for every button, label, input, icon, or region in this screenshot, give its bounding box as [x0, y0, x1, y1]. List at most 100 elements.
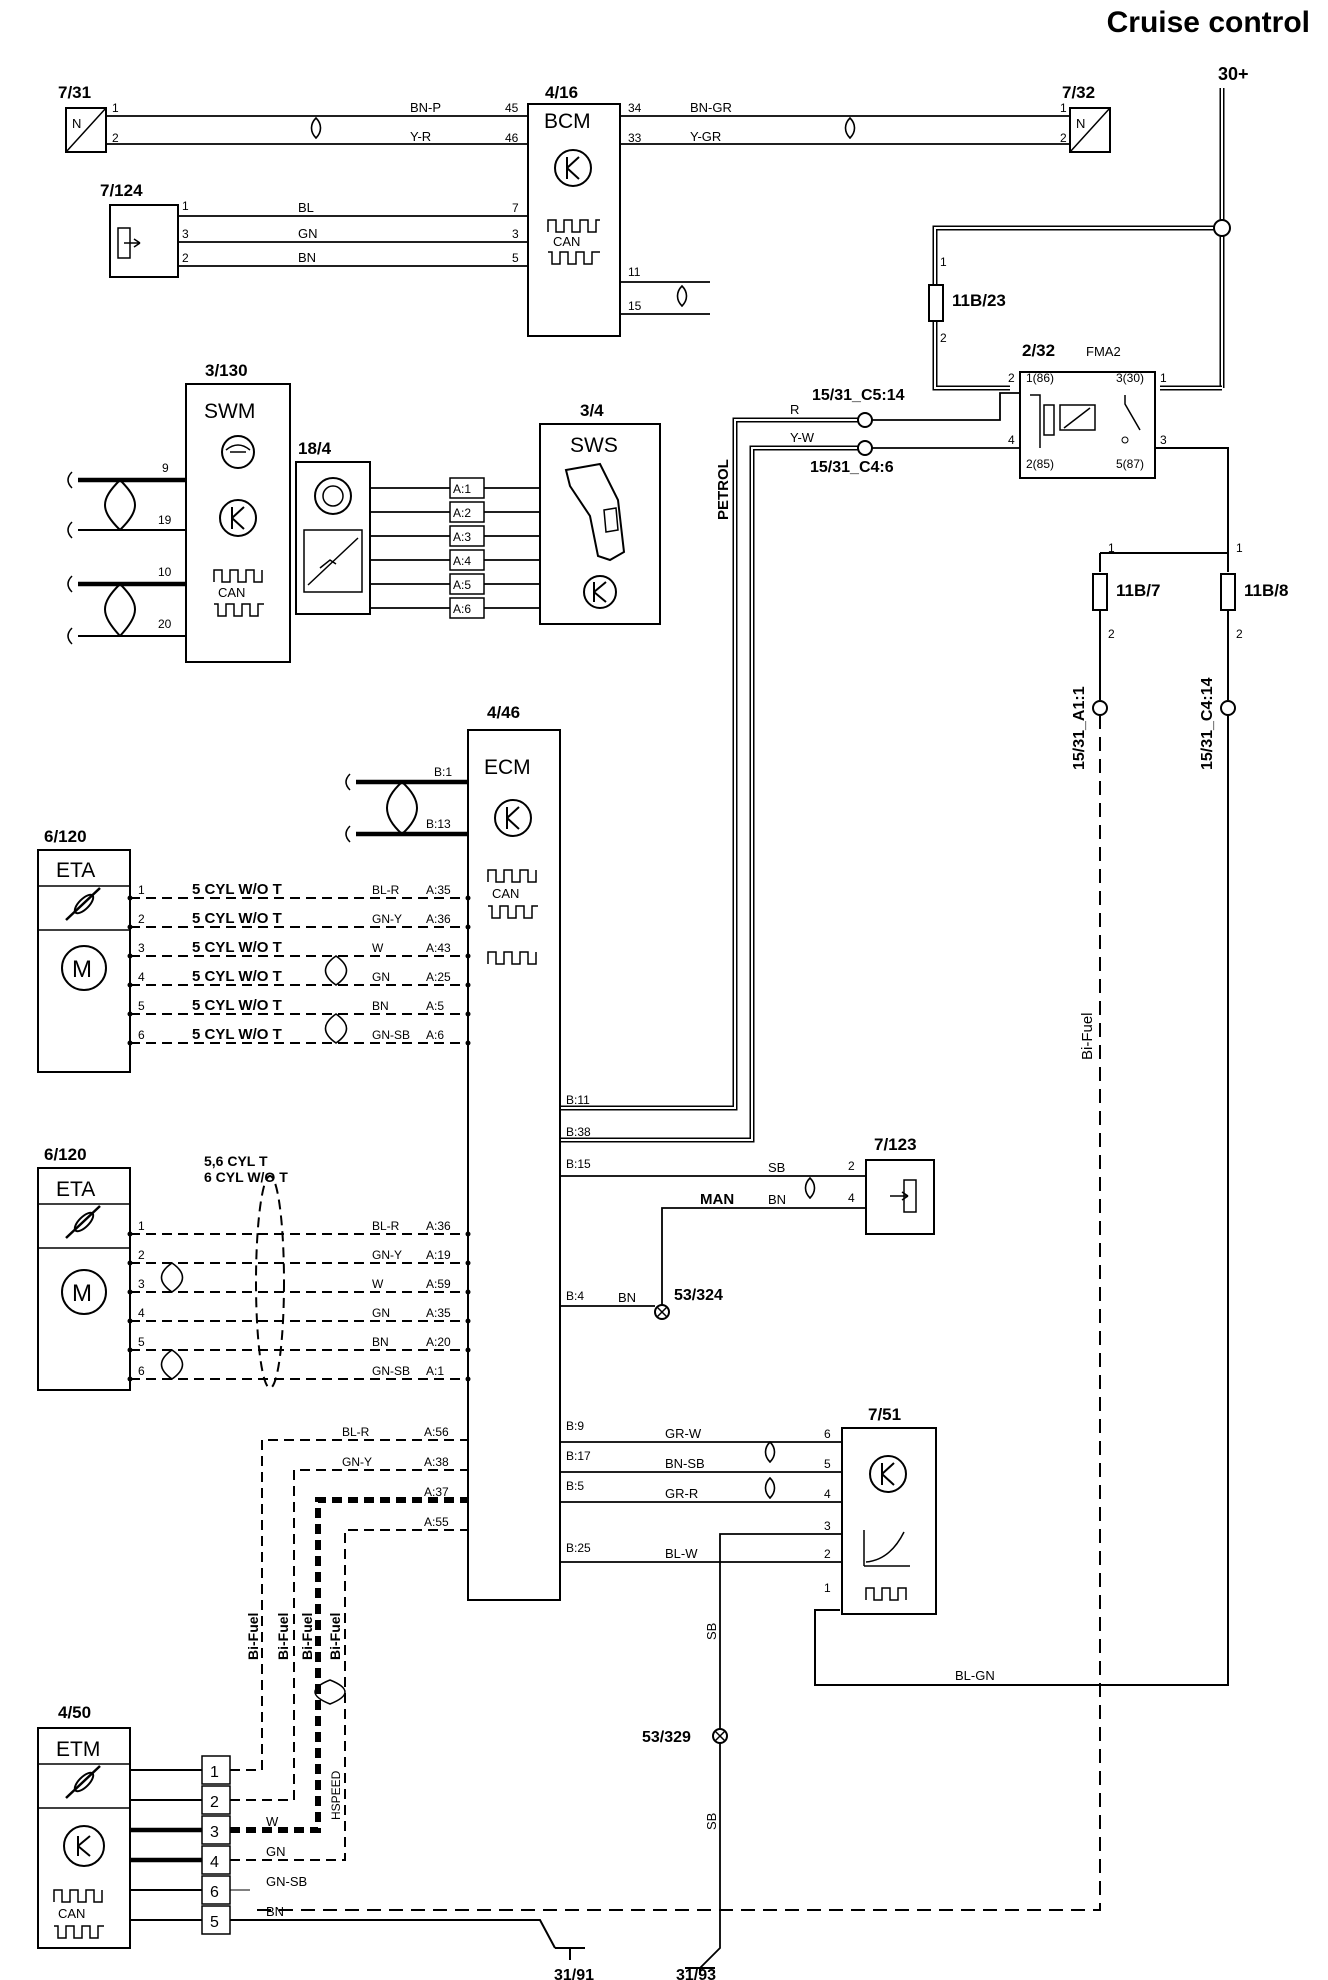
etm-wires	[130, 1439, 556, 1949]
eta-pin-number: 1	[138, 1219, 145, 1233]
eta-pin-dot	[127, 895, 133, 901]
ecm-pin-label: A:5	[426, 999, 444, 1013]
ecm-4-46: 4/46 ECM CAN B:1 B:13	[426, 703, 561, 1601]
ground-53-324: 53/324	[654, 1287, 723, 1320]
eta-pin-dot	[127, 982, 133, 988]
component-7-31: 7/31 N 1 2	[58, 83, 119, 153]
svg-text:4/50: 4/50	[58, 1703, 91, 1722]
eta-pin-dot	[127, 1318, 133, 1324]
cyl-label: 5 CYL W/O T	[192, 968, 282, 985]
component-7-51: 7/51 6 5 4 3 2 1	[824, 1405, 937, 1615]
eta-pin-dot	[127, 1289, 133, 1295]
wire-y-r-label: Y-R	[410, 129, 431, 144]
bifuel-label-3: Bi-Fuel	[299, 1613, 315, 1660]
svg-text:CAN: CAN	[492, 886, 519, 901]
ecm-top-wires	[345, 773, 468, 843]
eta-wire-color: GN-SB	[372, 1028, 410, 1042]
fuse-11b23: 11B/23 1 2	[928, 255, 1006, 345]
wire-bn-etm-label: BN	[266, 1904, 284, 1919]
connector-a1-1: 15/31_A1:1	[1071, 686, 1088, 770]
svg-text:2: 2	[112, 131, 119, 145]
eta-pin-dot	[127, 1040, 133, 1046]
svg-text:5: 5	[512, 251, 519, 265]
twist-pair-marker	[160, 1349, 184, 1380]
wire-yw-label: Y-W	[790, 430, 815, 445]
svg-text:2: 2	[824, 1547, 831, 1561]
cyl-label: 5 CYL W/O T	[192, 1026, 282, 1043]
svg-text:3/130: 3/130	[205, 361, 248, 380]
svg-text:B:5: B:5	[566, 1479, 584, 1493]
eta-wire-color: GN	[372, 1306, 390, 1320]
svg-text:4/46: 4/46	[487, 703, 520, 722]
ground-53-329: 53/329	[642, 1728, 728, 1746]
wire-gr-r-label: GR-R	[665, 1486, 698, 1501]
svg-text:B:25: B:25	[566, 1541, 591, 1555]
wire-r-label: R	[790, 402, 799, 417]
svg-text:53/329: 53/329	[642, 1729, 691, 1746]
eta-pin-number: 4	[138, 1306, 145, 1320]
svg-text:11: 11	[628, 265, 641, 279]
eta-pin-number: 5	[138, 1335, 145, 1349]
power-30-label: 30+	[1218, 64, 1249, 84]
svg-text:1: 1	[112, 101, 119, 115]
svg-text:7/51: 7/51	[868, 1405, 901, 1424]
eta-wire-color: BN	[372, 1335, 389, 1349]
ecm-pin-dot	[465, 1260, 471, 1266]
fuse-output-wires	[250, 610, 1236, 1911]
wire-gn-sb-etm-label: GN-SB	[266, 1874, 307, 1889]
eta-pin-number: 3	[138, 1277, 145, 1291]
bifuel-label-1: Bi-Fuel	[245, 1613, 261, 1660]
svg-text:3: 3	[210, 1824, 219, 1841]
sensor-wires	[560, 1175, 866, 1312]
eta-pin-dot	[127, 1260, 133, 1266]
eta-pin-number: 2	[138, 912, 145, 926]
svg-text:B:17: B:17	[566, 1449, 591, 1463]
wire-bn-man-label: BN	[768, 1192, 786, 1207]
eta-pin-number: 4	[138, 970, 145, 984]
wire-gn-label: GN	[298, 226, 318, 241]
component-7-123: 7/123 2 4	[848, 1135, 935, 1235]
bifuel-label-right: Bi-Fuel	[1079, 1012, 1096, 1060]
ecm-pin-dot	[465, 924, 471, 930]
eta-pin-number: 6	[138, 1028, 145, 1042]
twist-pair-marker	[324, 1013, 348, 1044]
svg-text:2: 2	[940, 331, 947, 345]
eta-wire-color: BL-R	[372, 1219, 400, 1233]
wire-bn-sb-label: BN-SB	[665, 1456, 705, 1471]
svg-text:31/91: 31/91	[554, 1967, 594, 1980]
connector-c4-6: 15/31_C4:6	[810, 459, 894, 476]
s751-wires	[560, 1441, 842, 1969]
svg-text:19: 19	[158, 513, 172, 527]
svg-text:7/124: 7/124	[100, 181, 143, 200]
wire-gr-w-label: GR-W	[665, 1426, 702, 1441]
eta-wire-color: BL-R	[372, 883, 400, 897]
svg-text:2: 2	[1008, 371, 1015, 385]
eta-pin-dot	[127, 1376, 133, 1382]
cyl-label: 5 CYL W/O T	[192, 910, 282, 927]
eta-pin-dot	[127, 1011, 133, 1017]
svg-text:7/31: 7/31	[58, 83, 91, 102]
svg-text:CAN: CAN	[58, 1906, 85, 1921]
eta-wire-color: GN-Y	[372, 1248, 402, 1262]
ecm-pin-label: A:20	[426, 1335, 451, 1349]
twist-pair-marker	[676, 285, 688, 307]
svg-text:A:55: A:55	[424, 1515, 449, 1529]
svg-text:20: 20	[158, 617, 172, 631]
eta-wire-color: GN-Y	[372, 912, 402, 926]
ecm-pin-label: A:35	[426, 1306, 451, 1320]
eta-wire-color: GN	[372, 970, 390, 984]
fuse-11b8: 11B/8 1 2	[1220, 541, 1288, 641]
svg-text:BL-R: BL-R	[342, 1425, 370, 1439]
svg-text:ECM: ECM	[484, 756, 531, 779]
twist-pair-marker	[160, 1262, 184, 1293]
diagram-title: Cruise control	[1107, 6, 1310, 39]
svg-text:B:11: B:11	[566, 1093, 590, 1107]
swm-3-130: 3/130 SWM CAN 9 19 10 20	[158, 361, 291, 663]
eta-pin-dot	[127, 953, 133, 959]
eta-wire-row: 4 GN A:35	[127, 1306, 471, 1324]
ecm-pin-dot	[465, 1347, 471, 1353]
